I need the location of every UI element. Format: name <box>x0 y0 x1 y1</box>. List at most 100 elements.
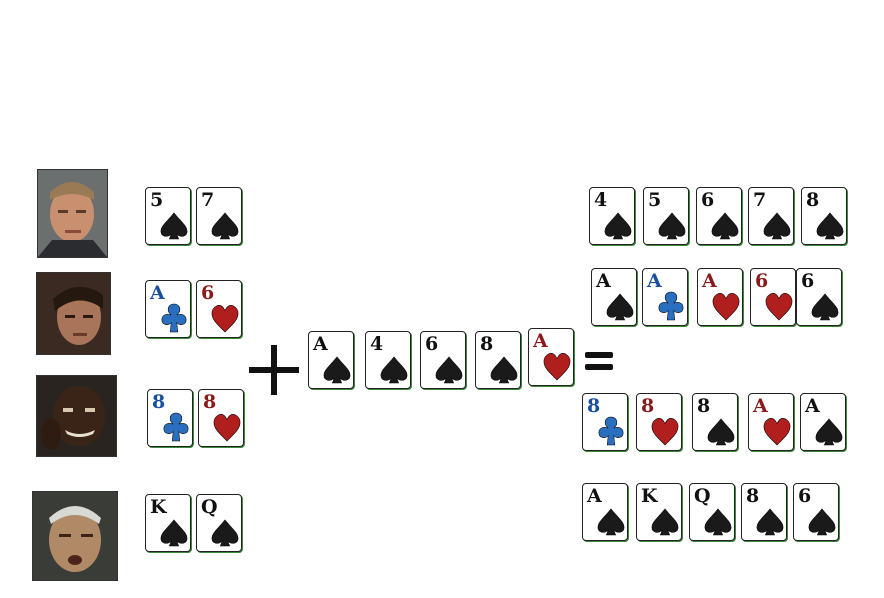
result-4-card: 8 <box>741 483 787 541</box>
player-4-avatar <box>32 491 118 581</box>
player-1-avatar <box>37 169 108 258</box>
card-rank: 8 <box>480 333 494 355</box>
player-portrait-4 <box>33 492 117 580</box>
spade-suit-icon <box>597 508 625 536</box>
result-2-card: 6 <box>750 268 796 326</box>
card-rank: A <box>150 282 165 304</box>
spade-suit-icon <box>380 356 408 384</box>
heart-suit-icon <box>763 418 791 446</box>
result-1-card: 8 <box>801 187 847 245</box>
equals-icon <box>585 350 613 374</box>
spade-suit-icon <box>211 519 239 547</box>
heart-suit-icon <box>211 305 239 333</box>
card-rank: 7 <box>753 189 767 211</box>
result-3-card: 8 <box>692 393 738 451</box>
spade-suit-icon <box>707 418 735 446</box>
board-card: A <box>528 328 574 386</box>
player-2-hole-card: 6 <box>196 280 242 338</box>
card-rank: 8 <box>746 485 760 507</box>
card-rank: 6 <box>798 485 812 507</box>
card-rank: K <box>150 496 167 518</box>
board-card: 6 <box>420 331 466 389</box>
card-rank: Q <box>694 485 711 507</box>
card-rank: 8 <box>203 391 217 413</box>
card-rank: A <box>702 270 717 292</box>
card-rank: A <box>596 270 611 292</box>
result-1-card: 5 <box>643 187 689 245</box>
board-card: 8 <box>475 331 521 389</box>
card-rank: A <box>647 270 662 292</box>
card-rank: A <box>533 330 548 352</box>
card-rank: 8 <box>697 395 711 417</box>
player-4-hole-card: Q <box>196 494 242 552</box>
player-1-hole-card: 5 <box>145 187 191 245</box>
result-1-card: 4 <box>589 187 635 245</box>
card-rank: 4 <box>370 333 384 355</box>
spade-suit-icon <box>711 212 739 240</box>
card-rank: A <box>753 395 768 417</box>
card-rank: A <box>313 333 328 355</box>
result-2-card: A <box>697 268 743 326</box>
result-3-card: A <box>748 393 794 451</box>
spade-suit-icon <box>211 212 239 240</box>
result-2-card: 6 <box>796 268 842 326</box>
result-1-card: 6 <box>696 187 742 245</box>
spade-suit-icon <box>435 356 463 384</box>
spade-suit-icon <box>704 508 732 536</box>
player-4-hole-card: K <box>145 494 191 552</box>
card-rank: K <box>641 485 658 507</box>
spade-suit-icon <box>756 508 784 536</box>
card-rank: 6 <box>201 282 215 304</box>
player-2-avatar <box>36 272 111 355</box>
spade-suit-icon <box>763 212 791 240</box>
player-3-hole-card: 8 <box>198 389 244 447</box>
card-rank: 5 <box>150 189 164 211</box>
card-rank: 6 <box>755 270 769 292</box>
heart-suit-icon <box>765 293 793 321</box>
card-rank: 4 <box>594 189 608 211</box>
spade-suit-icon <box>604 212 632 240</box>
card-rank: 5 <box>648 189 662 211</box>
card-rank: 8 <box>641 395 655 417</box>
club-suit-icon <box>658 291 684 321</box>
spade-suit-icon <box>323 356 351 384</box>
spade-suit-icon <box>816 212 844 240</box>
spade-suit-icon <box>490 356 518 384</box>
result-4-card: 6 <box>793 483 839 541</box>
spade-suit-icon <box>651 508 679 536</box>
result-3-card: 8 <box>636 393 682 451</box>
club-suit-icon <box>161 303 187 333</box>
result-4-card: Q <box>689 483 735 541</box>
result-2-card: A <box>642 268 688 326</box>
spade-suit-icon <box>160 519 188 547</box>
card-rank: 6 <box>425 333 439 355</box>
card-rank: 8 <box>152 391 166 413</box>
card-rank: 7 <box>201 189 215 211</box>
result-2-card: A <box>591 268 637 326</box>
plus-icon <box>249 345 299 395</box>
card-rank: A <box>587 485 602 507</box>
player-portrait-2 <box>37 273 110 354</box>
spade-suit-icon <box>815 418 843 446</box>
player-portrait-3 <box>37 376 116 456</box>
heart-suit-icon <box>712 293 740 321</box>
card-rank: 8 <box>587 395 601 417</box>
player-3-avatar <box>36 375 117 457</box>
card-rank: 6 <box>701 189 715 211</box>
spade-suit-icon <box>606 293 634 321</box>
player-portrait-1 <box>38 170 107 257</box>
player-2-hole-card: A <box>145 280 191 338</box>
board-card: 4 <box>365 331 411 389</box>
result-1-card: 7 <box>748 187 794 245</box>
card-rank: Q <box>201 496 218 518</box>
spade-suit-icon <box>808 508 836 536</box>
result-3-card: A <box>800 393 846 451</box>
result-3-card: 8 <box>582 393 628 451</box>
result-4-card: A <box>582 483 628 541</box>
card-rank: 6 <box>801 270 815 292</box>
heart-suit-icon <box>213 414 241 442</box>
card-rank: 8 <box>806 189 820 211</box>
club-suit-icon <box>163 412 189 442</box>
spade-suit-icon <box>811 293 839 321</box>
spade-suit-icon <box>658 212 686 240</box>
